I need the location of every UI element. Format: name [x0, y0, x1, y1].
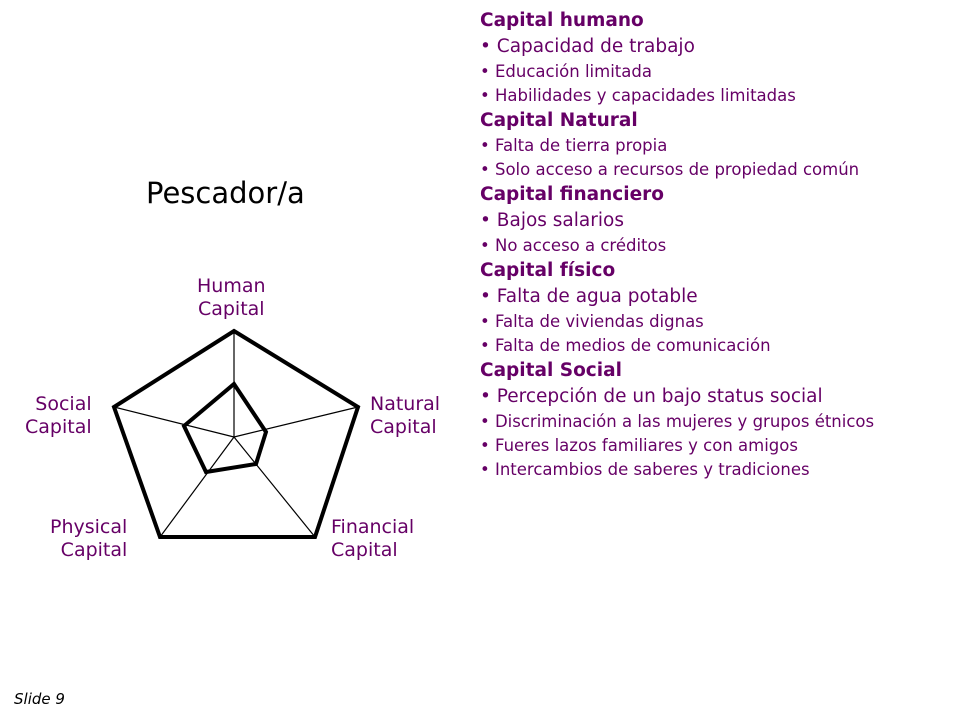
label-natural-line1: Natural	[370, 393, 441, 415]
pentagon-spokes	[113, 331, 359, 538]
list-item: • Falta de medios de comunicación	[480, 336, 771, 355]
slide-number: Slide 9	[14, 690, 65, 708]
list-item: • Intercambios de saberes y tradiciones	[480, 460, 810, 479]
list-item: • Falta de viviendas dignas	[480, 312, 704, 331]
list-item: • Falta de tierra propia	[480, 136, 668, 155]
label-human-line2: Capital	[197, 298, 265, 320]
asset-pentagon	[181, 381, 269, 475]
heading-capital-fisico: Capital físico	[480, 260, 616, 281]
label-natural-line2: Capital	[370, 416, 437, 438]
list-item: • Fueres lazos familiares y con amigos	[480, 436, 798, 455]
label-physical-line2: Capital	[60, 539, 128, 561]
label-financial-capital: Financial Capital	[331, 516, 414, 562]
heading-capital-humano: Capital humano	[480, 10, 644, 31]
list-item: • Solo acceso a recursos de propiedad co…	[480, 160, 860, 179]
label-financial-line2: Capital	[331, 539, 398, 561]
list-item: • No acceso a créditos	[480, 236, 667, 255]
spoke-financial	[233, 436, 316, 538]
label-social-line1: Social	[35, 393, 92, 415]
heading-capital-natural: Capital Natural	[480, 110, 638, 131]
label-physical-capital: Physical Capital	[50, 516, 127, 562]
label-physical-line1: Physical	[50, 516, 128, 538]
label-social-capital: Social Capital	[25, 393, 92, 439]
diagram-title: Pescador/a	[146, 176, 305, 210]
list-item: • Bajos salarios	[480, 210, 624, 231]
outer-pentagon	[111, 328, 361, 539]
label-financial-line1: Financial	[331, 516, 415, 538]
pentagon-diagram	[111, 328, 361, 539]
label-social-line2: Capital	[25, 416, 92, 438]
capital-descriptions: Capital humano • Capacidad de trabajo • …	[480, 8, 950, 482]
spoke-social	[113, 406, 235, 438]
label-human-capital: Human Capital	[197, 275, 266, 321]
list-item: • Capacidad de trabajo	[480, 36, 695, 57]
list-item: • Falta de agua potable	[480, 286, 698, 307]
list-item: • Percepción de un bajo status social	[480, 386, 823, 407]
list-item: • Discriminación a las mujeres y grupos …	[480, 412, 875, 431]
heading-capital-financiero: Capital financiero	[480, 184, 664, 205]
label-natural-capital: Natural Capital	[370, 393, 440, 439]
spoke-natural	[233, 406, 359, 438]
heading-capital-social: Capital Social	[480, 360, 622, 381]
spoke-physical	[159, 436, 235, 538]
label-human-line1: Human	[197, 275, 266, 297]
list-item: • Educación limitada	[480, 62, 652, 81]
list-item: • Habilidades y capacidades limitadas	[480, 86, 796, 105]
